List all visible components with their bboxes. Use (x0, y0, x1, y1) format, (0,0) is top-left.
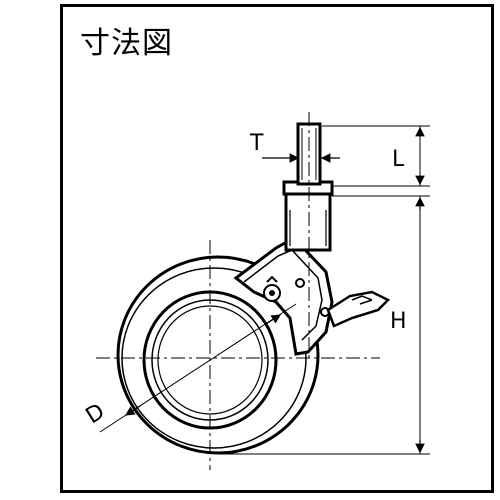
dimension-h-label: H (390, 309, 407, 334)
dimension-l-label: L (392, 147, 405, 172)
page-title: 寸法図 (80, 26, 173, 61)
dimension-t-label: T (249, 131, 264, 156)
dimension-t: T (249, 131, 340, 163)
dimension-l: L (322, 125, 430, 187)
caster-stem (282, 122, 334, 252)
brake-pedal (326, 290, 391, 328)
dimension-h: H (220, 195, 430, 455)
dimension-d-label: D (82, 399, 110, 429)
center-lines (96, 112, 380, 470)
